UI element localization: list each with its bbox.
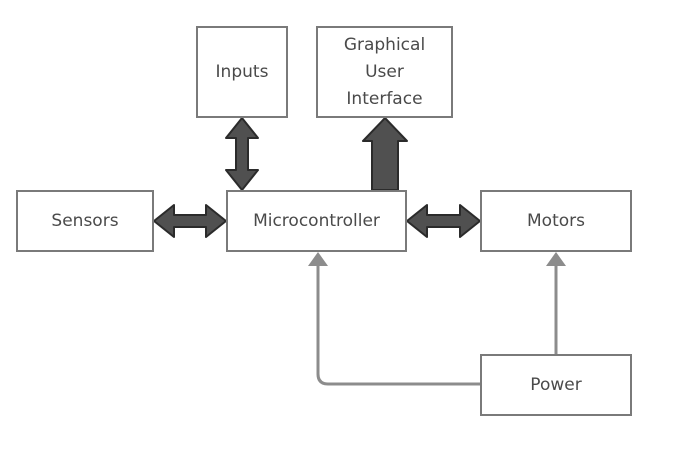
microcontroller-label: Microcontroller xyxy=(253,210,380,231)
inputs-microcontroller-double-arrow xyxy=(225,117,259,191)
power-node: Power xyxy=(480,354,632,416)
power-to-motors-arrowhead xyxy=(546,252,566,266)
microcontroller-motors-double-arrow xyxy=(406,204,481,238)
inputs-node: Inputs xyxy=(196,26,288,118)
power-label: Power xyxy=(530,374,582,395)
microcontroller-node: Microcontroller xyxy=(226,190,407,252)
sensors-node: Sensors xyxy=(16,190,154,252)
power-to-microcontroller-line xyxy=(316,266,482,386)
gui-label: Graphical User Interface xyxy=(343,34,426,109)
sensors-microcontroller-double-arrow xyxy=(153,204,227,238)
graphical-user-interface-node: Graphical User Interface xyxy=(316,26,453,118)
microcontroller-to-gui-arrow xyxy=(362,117,408,191)
inputs-label: Inputs xyxy=(215,61,269,82)
sensors-label: Sensors xyxy=(51,210,119,231)
motors-node: Motors xyxy=(480,190,632,252)
power-to-microcontroller-arrowhead xyxy=(308,252,328,266)
motors-label: Motors xyxy=(527,210,585,231)
